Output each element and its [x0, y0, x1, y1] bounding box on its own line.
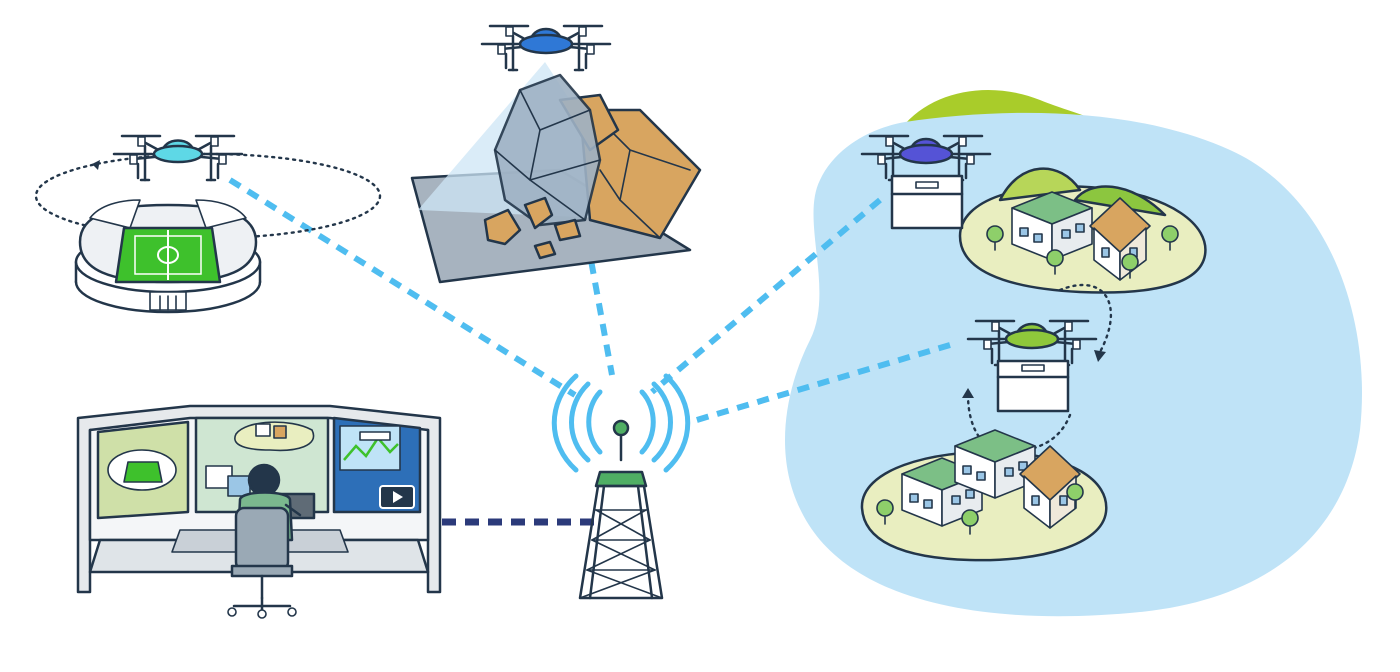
- drone-icon: [966, 319, 1098, 413]
- office-chair: [234, 506, 290, 572]
- delivery-route: [966, 283, 1112, 454]
- rock-formation-icon: [410, 62, 702, 284]
- play-icon: [393, 491, 403, 503]
- village-island-icon: [958, 167, 1207, 294]
- drone-icon: [860, 134, 992, 230]
- drone-icon: [480, 24, 612, 72]
- stadium-icon: [34, 152, 382, 314]
- radio-tower-icon: [551, 373, 691, 600]
- village-island-icon: [860, 429, 1108, 562]
- operator-icon: [227, 463, 316, 619]
- drone-icon: [112, 134, 244, 182]
